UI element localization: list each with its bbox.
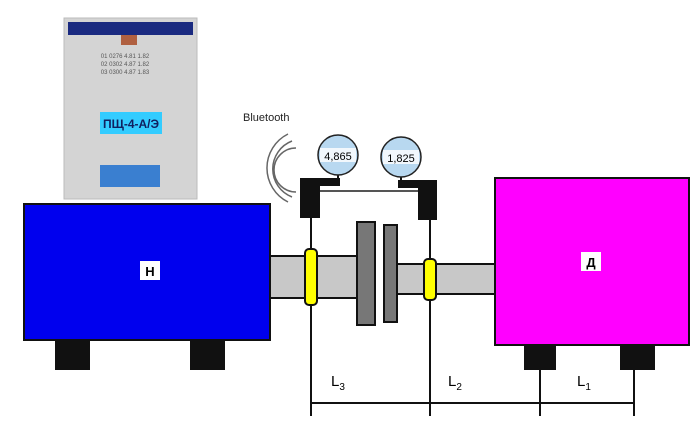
measuring-device: 01 0276 4.81 1.82 02 0302 4.87 1.82 03 0… (63, 17, 198, 200)
gauge-left-value: 4,865 (324, 151, 352, 163)
dimension-l3: L3 (331, 373, 345, 393)
wireless-waves-icon (266, 133, 297, 203)
device-row-3: 03 0300 4.87 1.83 (101, 70, 150, 76)
motor-label: Д (586, 255, 596, 270)
motor-foot-right (620, 343, 655, 370)
coupling-half-right (383, 224, 398, 323)
gauge-left: 4,865 (317, 134, 359, 176)
device-button[interactable] (100, 165, 160, 187)
device-row-1: 01 0276 4.81 1.82 (101, 54, 150, 60)
pump-unit: Н (23, 203, 271, 370)
motor-unit: Д (494, 177, 690, 370)
pump-label: Н (145, 264, 154, 279)
motor-foot-left (524, 343, 556, 370)
dimension-lines (310, 212, 635, 416)
dimension-l2: L2 (448, 373, 462, 393)
device-logo-icon (121, 35, 137, 45)
sensor-clamp-left (304, 248, 318, 306)
device-row-2: 02 0302 4.87 1.82 (101, 62, 150, 68)
sensor-right (398, 180, 437, 220)
sensor-left (300, 178, 340, 218)
bluetooth-label: Bluetooth (243, 112, 289, 124)
pump-foot-left (55, 338, 90, 370)
motor-shaft (395, 263, 496, 295)
gauge-right-value: 1,825 (387, 153, 415, 165)
dimension-l1: L1 (577, 373, 591, 393)
sensor-clamp-right (423, 258, 437, 301)
device-model-label: ПЩ-4-А/Э (103, 117, 160, 131)
coupling-half-left (356, 221, 376, 326)
pump-foot-right (190, 338, 225, 370)
device-title-bar (68, 22, 193, 35)
gauge-right: 1,825 (380, 136, 422, 178)
